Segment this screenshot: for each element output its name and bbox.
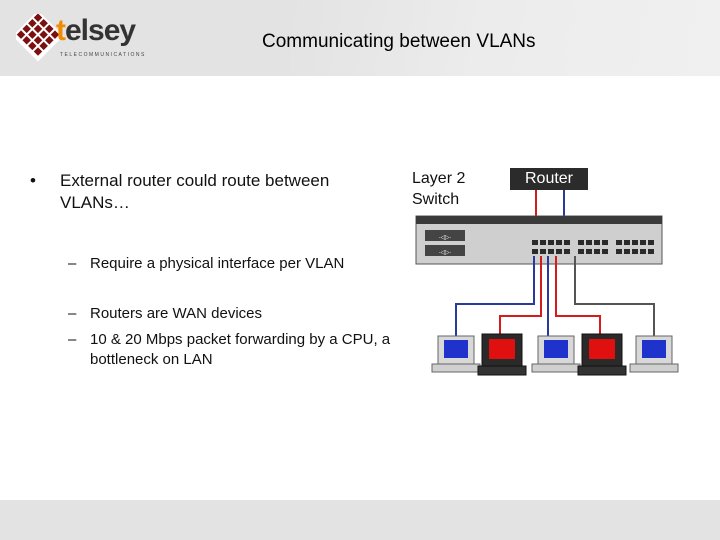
slide-footer-bar	[0, 500, 720, 540]
link-host-5	[574, 256, 655, 336]
bullet-main-text: External router could route between VLAN…	[60, 171, 330, 212]
svg-text:·◁▷·: ·◁▷·	[438, 235, 451, 241]
slide-title: Communicating between VLANs	[262, 31, 536, 52]
pc-2-icon	[477, 333, 527, 376]
telsey-logo-icon	[16, 14, 64, 62]
svg-text:·◁▷·: ·◁▷·	[438, 250, 451, 256]
header-gradient	[290, 0, 720, 76]
logo-tagline: TELECOMMUNICATIONS	[60, 52, 146, 58]
link-host-2	[499, 256, 542, 334]
link-host-4	[555, 256, 601, 334]
layer2-switch-label: Layer 2 Switch	[412, 170, 466, 208]
pc-4-icon	[577, 333, 627, 376]
pc-1-icon	[431, 335, 481, 373]
layer2-switch-icon: ·◁▷· ·◁▷·	[415, 215, 663, 265]
pc-5-icon	[629, 335, 679, 373]
sub-bullet-text: Require a physical interface per VLAN	[90, 255, 345, 272]
logo-wordmark: telsey	[56, 14, 136, 47]
slide-header: telsey TELECOMMUNICATIONS Communicating …	[0, 0, 720, 76]
link-host-1	[455, 256, 535, 336]
pc-3-icon	[531, 335, 581, 373]
sub-bullet-text: 10 & 20 Mbps packet forwarding by a CPU,…	[90, 331, 391, 368]
bullet-dot: •	[30, 171, 36, 190]
sub-bullet-text: Routers are WAN devices	[90, 305, 263, 322]
router-label: Router	[510, 168, 588, 190]
